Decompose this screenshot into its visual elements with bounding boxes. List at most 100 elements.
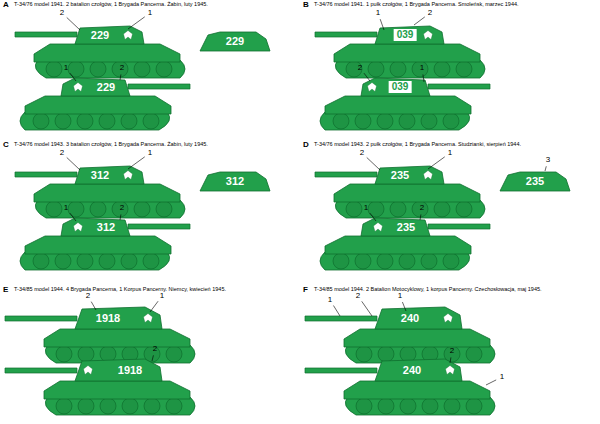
road-wheel bbox=[444, 398, 460, 414]
eagle-emblem bbox=[144, 314, 153, 323]
tactical-number: 229 bbox=[97, 82, 115, 93]
turret bbox=[61, 218, 130, 236]
callout-number: 2 bbox=[450, 347, 454, 355]
road-wheel bbox=[346, 61, 362, 77]
gun-barrel bbox=[315, 32, 377, 37]
panel-letter: C bbox=[3, 141, 9, 149]
tactical-number: 039 bbox=[394, 29, 417, 41]
callout-number: 1 bbox=[376, 9, 380, 17]
hull bbox=[25, 236, 171, 254]
road-wheel bbox=[390, 61, 406, 77]
tank-side-view bbox=[20, 218, 190, 270]
gun-barrel bbox=[428, 84, 490, 89]
turret bbox=[75, 307, 162, 329]
eagle-emblem bbox=[368, 83, 377, 92]
road-wheel bbox=[166, 346, 182, 362]
callout-number: 2 bbox=[153, 345, 157, 353]
hull bbox=[344, 329, 490, 347]
eagle-emblem bbox=[444, 314, 453, 323]
eagle-emblem bbox=[74, 83, 83, 92]
leader-line bbox=[67, 17, 80, 30]
road-wheel bbox=[121, 253, 137, 269]
road-wheel bbox=[100, 398, 116, 414]
road-wheel bbox=[99, 253, 115, 269]
tank-side-view bbox=[315, 166, 485, 218]
track bbox=[20, 112, 170, 130]
tank-side-view bbox=[320, 78, 490, 130]
turret-rear-view bbox=[200, 172, 270, 191]
road-wheel bbox=[156, 201, 172, 217]
road-wheel bbox=[333, 113, 349, 129]
road-wheel bbox=[399, 253, 415, 269]
callout-number: 1 bbox=[420, 64, 424, 72]
panel-letter: A bbox=[3, 1, 9, 9]
tactical-number: 312 bbox=[97, 222, 115, 233]
leader-line bbox=[450, 357, 452, 363]
turret bbox=[75, 359, 162, 381]
callout-number: 1 bbox=[160, 292, 164, 300]
road-wheel bbox=[33, 113, 49, 129]
track bbox=[35, 200, 185, 218]
track bbox=[335, 200, 485, 218]
leader-line bbox=[414, 17, 425, 25]
tactical-number: 312 bbox=[226, 176, 244, 187]
callout-number: 2 bbox=[60, 9, 64, 17]
road-wheel bbox=[378, 346, 394, 362]
leader-line bbox=[120, 74, 122, 80]
road-wheel bbox=[55, 113, 71, 129]
hull bbox=[325, 96, 471, 114]
road-wheel bbox=[434, 201, 450, 217]
panel-letter: E bbox=[3, 286, 8, 294]
road-wheel bbox=[112, 61, 128, 77]
callout-number: 2 bbox=[360, 149, 364, 157]
eagle-emblem bbox=[124, 171, 133, 180]
road-wheel bbox=[55, 253, 71, 269]
road-wheel bbox=[99, 113, 115, 129]
tactical-number: 235 bbox=[397, 222, 415, 233]
callout-number: 2 bbox=[428, 9, 432, 17]
road-wheel bbox=[134, 61, 150, 77]
gun-barrel bbox=[128, 84, 190, 89]
tactical-number: 312 bbox=[91, 170, 109, 181]
road-wheel bbox=[77, 113, 93, 129]
callout-number: 1 bbox=[64, 204, 68, 212]
gun-barrel bbox=[5, 368, 77, 373]
road-wheel bbox=[421, 113, 437, 129]
road-wheel bbox=[144, 398, 160, 414]
leader-line bbox=[402, 302, 406, 311]
road-wheel bbox=[421, 253, 437, 269]
road-wheel bbox=[143, 113, 159, 129]
callout-number: 2 bbox=[356, 292, 360, 300]
road-wheel bbox=[400, 398, 416, 414]
hull bbox=[34, 184, 180, 202]
tactical-number: 039 bbox=[389, 81, 412, 93]
panel-letter: F bbox=[303, 286, 308, 294]
road-wheel bbox=[390, 201, 406, 217]
turret bbox=[375, 307, 462, 329]
callout-number: 1 bbox=[148, 9, 152, 17]
callout-number: 2 bbox=[358, 64, 362, 72]
road-wheel bbox=[68, 61, 84, 77]
turret-rear-view bbox=[200, 32, 270, 51]
road-wheel bbox=[422, 398, 438, 414]
hull bbox=[44, 329, 190, 347]
turret bbox=[361, 78, 430, 96]
callout-number: 1 bbox=[328, 296, 332, 304]
tank-side-view bbox=[5, 307, 195, 363]
leader-line bbox=[423, 74, 424, 82]
hull bbox=[334, 44, 480, 62]
hull bbox=[334, 184, 480, 202]
turret bbox=[375, 26, 444, 44]
road-wheel bbox=[122, 398, 138, 414]
road-wheel bbox=[443, 113, 459, 129]
road-wheel bbox=[78, 398, 94, 414]
callout-number: 2 bbox=[420, 204, 424, 212]
callout-number: 1 bbox=[64, 64, 68, 72]
road-wheel bbox=[90, 201, 106, 217]
road-wheel bbox=[134, 201, 150, 217]
road-wheel bbox=[443, 253, 459, 269]
road-wheel bbox=[78, 346, 94, 362]
hull bbox=[325, 236, 471, 254]
track bbox=[345, 397, 495, 415]
